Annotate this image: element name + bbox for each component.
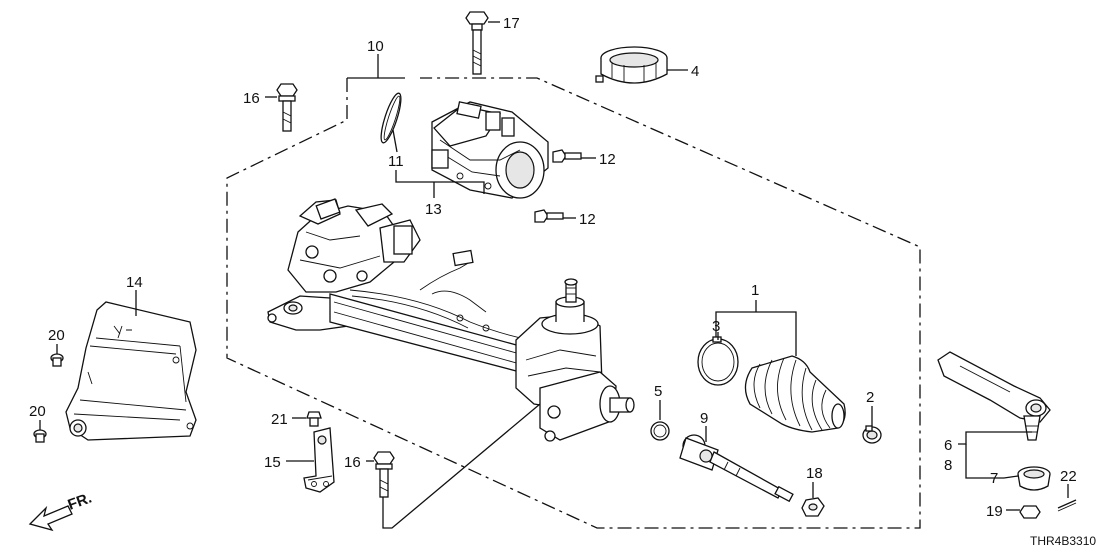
callout-16b: 16 <box>344 454 361 471</box>
heat-shield-14 <box>65 301 197 441</box>
callout-8: 8 <box>944 457 952 474</box>
bolt-21 <box>306 411 322 427</box>
bolt-12-upper <box>552 149 582 163</box>
cotter-pin-22 <box>1057 499 1077 512</box>
callout-20a: 20 <box>48 327 65 344</box>
callout-11: 11 <box>388 153 404 170</box>
mount-bracket-15 <box>303 427 335 493</box>
bolt-16-lower <box>373 451 395 498</box>
callout-1: 1 <box>751 282 759 299</box>
diagram-code: THR4B3310 <box>1030 534 1096 548</box>
callout-10: 10 <box>367 38 384 55</box>
callout-17: 17 <box>503 15 520 32</box>
callout-2: 2 <box>866 389 874 406</box>
bellows-boot-1 <box>744 355 846 433</box>
o-ring-11 <box>380 92 402 144</box>
leader-lines <box>39 21 1069 529</box>
callout-12b: 12 <box>579 211 596 228</box>
o-ring-5 <box>650 421 670 441</box>
bolt-16-upper <box>276 83 298 132</box>
eps-motor-unit-13 <box>431 101 549 199</box>
steering-rack-housing <box>267 198 635 442</box>
tie-rod-9 <box>679 434 794 503</box>
callout-labels: 1 2 3 4 5 6 7 8 9 10 11 12 12 13 14 15 1… <box>29 15 1077 520</box>
boot-band-3 <box>697 336 739 386</box>
callout-13: 13 <box>425 201 442 218</box>
callout-4: 4 <box>691 63 699 80</box>
bolt-12-lower <box>534 209 564 223</box>
tie-rod-end-6 <box>937 351 1051 441</box>
callout-9: 9 <box>700 410 708 427</box>
callout-22: 22 <box>1060 468 1077 485</box>
callout-3: 3 <box>712 318 720 335</box>
nut-18 <box>801 497 825 517</box>
callout-5: 5 <box>654 383 662 400</box>
bolt-17 <box>465 11 489 75</box>
bolt-20-lower <box>33 429 47 443</box>
boot-clip-2 <box>862 425 882 444</box>
nut-19 <box>1019 505 1041 519</box>
callout-16a: 16 <box>243 90 260 107</box>
callout-12a: 12 <box>599 151 616 168</box>
callout-14: 14 <box>126 274 143 291</box>
callout-7: 7 <box>990 470 998 487</box>
mount-cap-4 <box>595 46 668 84</box>
callout-21: 21 <box>271 411 288 428</box>
direction-label: FR. <box>66 490 95 514</box>
callout-19: 19 <box>986 503 1003 520</box>
dust-seal-7 <box>1017 466 1051 491</box>
front-direction-indicator: FR. <box>28 490 95 532</box>
callout-18: 18 <box>806 465 823 482</box>
callout-6: 6 <box>944 437 952 454</box>
callout-20b: 20 <box>29 403 46 420</box>
callout-15: 15 <box>264 454 281 471</box>
bolt-20-upper <box>50 353 64 367</box>
assembly-boundary <box>226 77 921 529</box>
arrow-icon <box>28 505 73 532</box>
